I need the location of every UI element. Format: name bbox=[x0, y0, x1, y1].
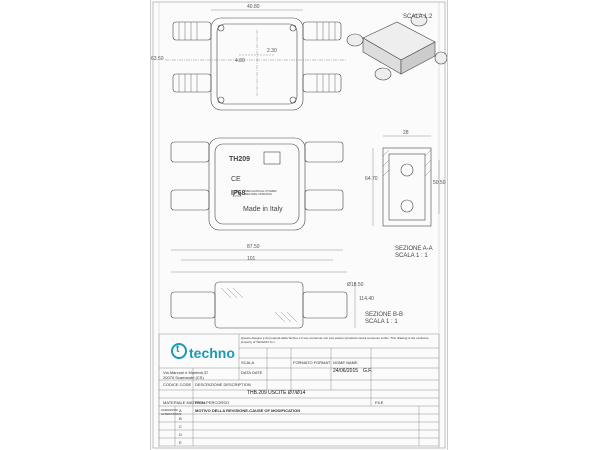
section-b-b bbox=[170, 271, 356, 329]
codice-label: CODICE CODE bbox=[163, 382, 192, 387]
address-line-2: 20070 Scamandri (CS) bbox=[163, 375, 204, 380]
dim-28: 28 bbox=[403, 130, 409, 136]
address-line-1: Via Marconi e Montedi,37 bbox=[163, 370, 209, 375]
rev-row-e: E bbox=[179, 440, 182, 445]
dim-2-30: 2.30 bbox=[267, 48, 277, 54]
disclaimer-text: Questo disegno è di proprietà della Tech… bbox=[241, 336, 429, 344]
nome-label: NOME NAME bbox=[333, 360, 358, 365]
section-b-name: SEZIONE B-B bbox=[365, 312, 404, 318]
section-b-scale: SCALA 1 : 1 bbox=[365, 319, 398, 325]
front-view bbox=[170, 137, 344, 261]
descrizione-label: DESCRIZIONE DESCRIPTION bbox=[195, 382, 251, 387]
file-label: FILE bbox=[375, 400, 384, 405]
materiale-label: MATERIALE MATERIAL bbox=[163, 400, 207, 405]
dim-87-50: 87.50 bbox=[247, 244, 260, 250]
section-a-a bbox=[372, 135, 440, 227]
section-b-title: SEZIONE B-B SCALA 1 : 1 bbox=[365, 312, 403, 326]
dim-40-80: 40.80 bbox=[247, 4, 260, 10]
initials-value: G.F. bbox=[363, 368, 373, 374]
brand-name: techno bbox=[189, 345, 235, 361]
formato-label: FORMATO FORMAT bbox=[293, 360, 331, 365]
dim-114-40: 114.40 bbox=[359, 296, 374, 302]
scala-label: SCALA bbox=[241, 360, 255, 365]
top-view bbox=[165, 9, 347, 111]
scale-label: SCALA 1:2 bbox=[403, 14, 433, 20]
dim-50-50: 50.50 bbox=[433, 180, 446, 186]
date-value: 24/06/2015 bbox=[333, 368, 359, 374]
isometric-view bbox=[346, 13, 447, 81]
description-value: THB.209 USCITE Ø7/Ø14 bbox=[247, 390, 306, 396]
techno-logo-icon: t bbox=[171, 343, 187, 359]
ce-mark: CE bbox=[231, 176, 241, 183]
technical-drawing bbox=[152, 1, 447, 449]
data-label: DATA DATE bbox=[241, 370, 263, 375]
section-a-scale: SCALA 1 : 1 bbox=[395, 253, 428, 259]
rev-row-a: A bbox=[179, 408, 182, 413]
drawing-sheet: SCALA 1:2 40.80 2.30 4.80 63.50 28 64.70… bbox=[150, 0, 448, 450]
motivo-label: MOTIVO DELLA REVISIONE-CAUSE OF MODIFICA… bbox=[195, 408, 301, 413]
rev-row-b: B bbox=[179, 416, 182, 421]
dim-101: 101 bbox=[247, 256, 256, 262]
ip-rating: IP68 bbox=[231, 190, 246, 197]
section-a-name: SEZIONE A-A bbox=[395, 246, 433, 252]
rev-row-c: C bbox=[179, 424, 182, 429]
title-block-grid bbox=[158, 333, 440, 447]
dim-63-50: 63.50 bbox=[151, 56, 164, 62]
company-address: Via Marconi e Montedi,37 20070 Scamandri… bbox=[163, 370, 208, 380]
dim-64-70: 64.70 bbox=[365, 176, 378, 182]
dim-diameter: Ø18.50 bbox=[347, 282, 364, 288]
dim-4-80: 4.80 bbox=[235, 58, 245, 64]
rev-row-d: D bbox=[179, 432, 182, 437]
model-label: TH209 bbox=[229, 156, 251, 163]
variazioni-label: VARIAZIONI ALTERATIONS bbox=[161, 408, 182, 416]
path-label: PATH PERCORSO bbox=[195, 400, 230, 405]
section-a-title: SEZIONE A-A SCALA 1 : 1 bbox=[395, 246, 433, 260]
warning-text: MECHANICAL POWER BEFORE OPENING bbox=[245, 189, 277, 196]
origin-label: Made in Italy bbox=[243, 206, 283, 213]
